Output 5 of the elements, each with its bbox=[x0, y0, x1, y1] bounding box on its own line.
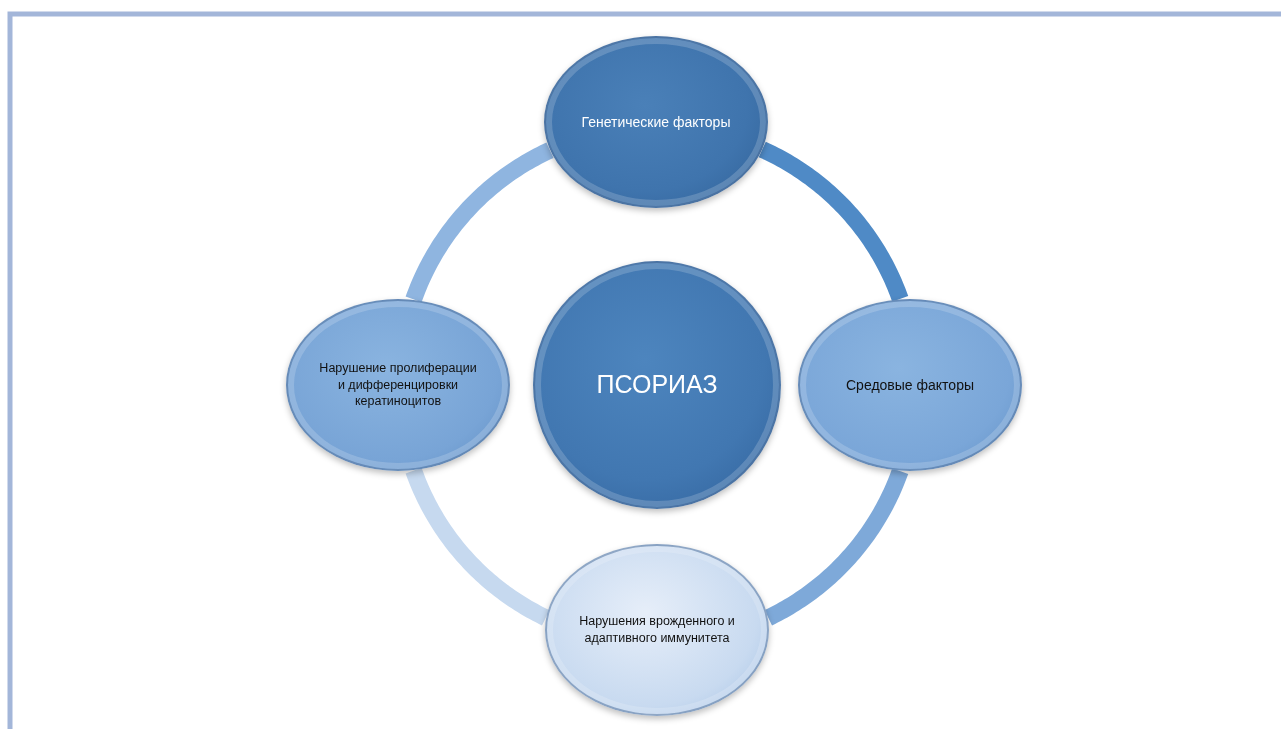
node-text: Нарушение пролиферации и дифференцировки кератиноцитов bbox=[318, 359, 478, 411]
node-text: Средовые факторы bbox=[845, 375, 975, 395]
node-text: Генетические факторы bbox=[580, 112, 732, 132]
node-text: ПСОРИАЗ bbox=[595, 369, 719, 401]
node-text: Нарушения врожденного и адаптивного иммунитета bbox=[578, 613, 736, 647]
